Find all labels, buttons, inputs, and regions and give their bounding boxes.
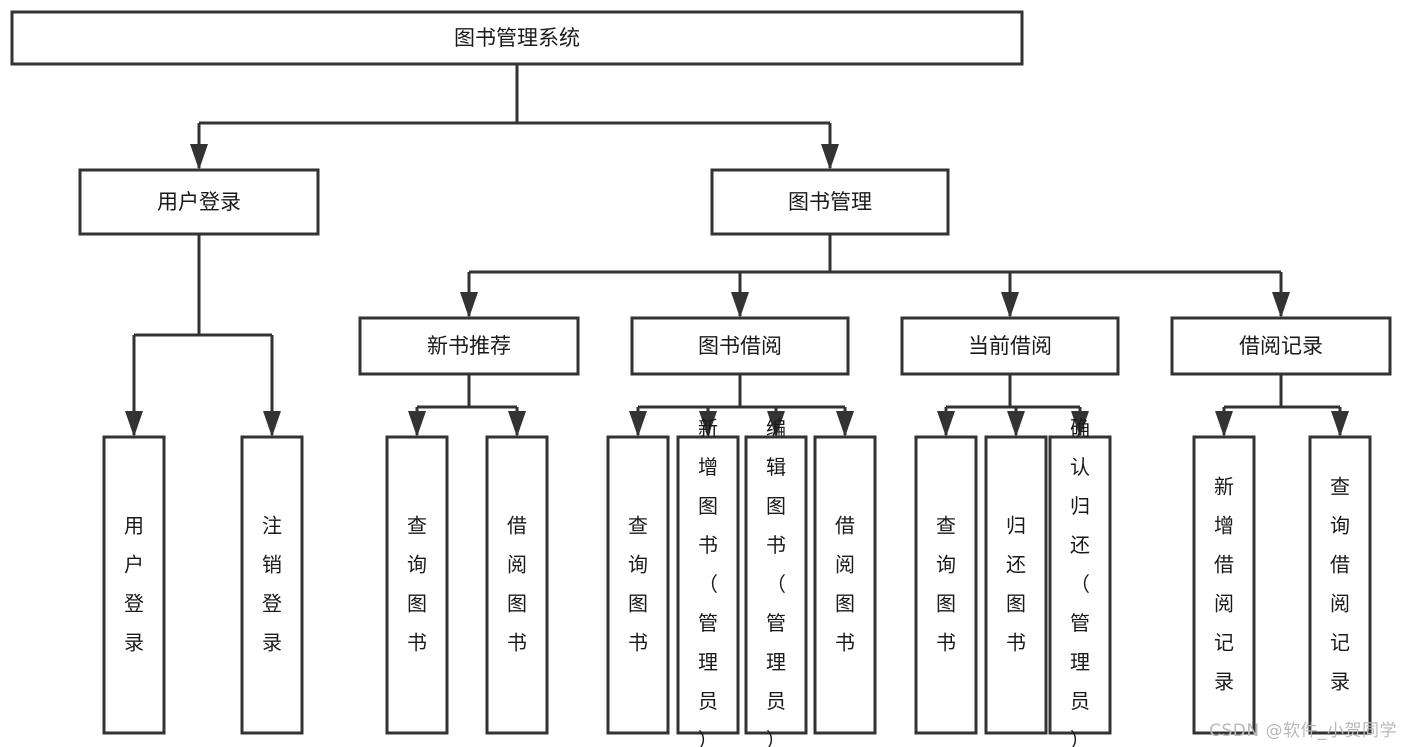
node-box[interactable]	[1170, 316, 1392, 376]
node-图书借阅[interactable]: 图书借阅	[630, 316, 850, 376]
node-box[interactable]	[813, 435, 877, 735]
node-box[interactable]	[358, 316, 580, 376]
node-当前借阅[interactable]: 当前借阅	[900, 316, 1120, 376]
node-label: 编辑图书（管理员）	[766, 416, 786, 747]
arrow-head	[1001, 292, 1019, 318]
node-借阅图书[interactable]: 借阅图书	[813, 435, 877, 735]
node-归还图书[interactable]: 归还图书	[984, 435, 1048, 735]
node-label: 注销登录	[262, 513, 282, 654]
node-借阅记录[interactable]: 借阅记录	[1170, 316, 1392, 376]
arrow-head	[629, 411, 647, 437]
node-label: 新增图书（管理员）	[698, 416, 718, 747]
node-layer: 图书管理系统用户登录图书管理新书推荐图书借阅当前借阅借阅记录用户登录注销登录查询…	[10, 10, 1392, 747]
node-box[interactable]	[385, 435, 449, 735]
node-box[interactable]	[630, 316, 850, 376]
node-label: 图书借阅	[698, 334, 782, 358]
node-label: 图书管理	[788, 190, 872, 214]
node-图书管理系统[interactable]: 图书管理系统	[10, 10, 1024, 66]
node-box[interactable]	[10, 10, 1024, 66]
node-label: 借阅图书	[835, 513, 855, 654]
node-用户登录[interactable]: 用户登录	[102, 435, 166, 735]
node-box[interactable]	[606, 435, 670, 735]
node-label: 查询图书	[407, 513, 427, 654]
node-label: 图书管理系统	[454, 26, 580, 50]
node-label: 归还图书	[1006, 513, 1026, 654]
node-用户登录[interactable]: 用户登录	[78, 168, 320, 236]
node-box[interactable]	[78, 168, 320, 236]
node-label: 新增借阅记录	[1214, 474, 1234, 693]
node-新增图书管理员[interactable]: 新增图书（管理员）	[676, 416, 740, 747]
node-label: 当前借阅	[968, 334, 1052, 358]
node-label: 新书推荐	[427, 334, 511, 358]
node-box[interactable]	[984, 435, 1048, 735]
node-查询借阅记录[interactable]: 查询借阅记录	[1308, 435, 1372, 735]
arrow-head	[767, 411, 785, 437]
node-box[interactable]	[914, 435, 978, 735]
node-label: 用户登录	[124, 513, 144, 654]
node-label: 借阅记录	[1239, 334, 1323, 358]
arrow-head	[263, 411, 281, 437]
arrow-head	[1071, 411, 1089, 437]
node-label: 确认归还（管理员）	[1070, 416, 1090, 747]
arrow-head	[125, 411, 143, 437]
arrow-head	[190, 144, 208, 170]
node-图书管理[interactable]: 图书管理	[710, 168, 950, 236]
node-新书推荐[interactable]: 新书推荐	[358, 316, 580, 376]
connector-layer	[125, 64, 1349, 437]
node-box[interactable]	[676, 435, 740, 735]
arrow-head	[460, 292, 478, 318]
node-借阅图书[interactable]: 借阅图书	[485, 435, 549, 735]
node-查询图书[interactable]: 查询图书	[606, 435, 670, 735]
arrow-head	[1007, 411, 1025, 437]
node-查询图书[interactable]: 查询图书	[914, 435, 978, 735]
node-label: 借阅图书	[507, 513, 527, 654]
arrow-head	[699, 411, 717, 437]
arrow-head	[731, 292, 749, 318]
node-查询图书[interactable]: 查询图书	[385, 435, 449, 735]
arrow-head	[1331, 411, 1349, 437]
node-label: 用户登录	[157, 190, 241, 214]
node-box[interactable]	[485, 435, 549, 735]
node-label: 查询图书	[628, 513, 648, 654]
node-box[interactable]	[1048, 435, 1112, 735]
node-box[interactable]	[744, 435, 808, 735]
node-新增借阅记录[interactable]: 新增借阅记录	[1192, 435, 1256, 735]
node-box[interactable]	[710, 168, 950, 236]
arrow-head	[821, 144, 839, 170]
arrow-head	[508, 411, 526, 437]
arrow-head	[836, 411, 854, 437]
node-label: 查询借阅记录	[1330, 474, 1350, 693]
arrow-head	[408, 411, 426, 437]
arrow-head	[937, 411, 955, 437]
node-确认归还管理员[interactable]: 确认归还（管理员）	[1048, 416, 1112, 747]
node-编辑图书管理员[interactable]: 编辑图书（管理员）	[744, 416, 808, 747]
node-label: 查询图书	[936, 513, 956, 654]
arrow-head	[1215, 411, 1233, 437]
node-注销登录[interactable]: 注销登录	[240, 435, 304, 735]
node-box[interactable]	[102, 435, 166, 735]
node-box[interactable]	[1308, 435, 1372, 735]
node-box[interactable]	[240, 435, 304, 735]
arrow-head	[1272, 292, 1290, 318]
node-box[interactable]	[1192, 435, 1256, 735]
node-box[interactable]	[900, 316, 1120, 376]
